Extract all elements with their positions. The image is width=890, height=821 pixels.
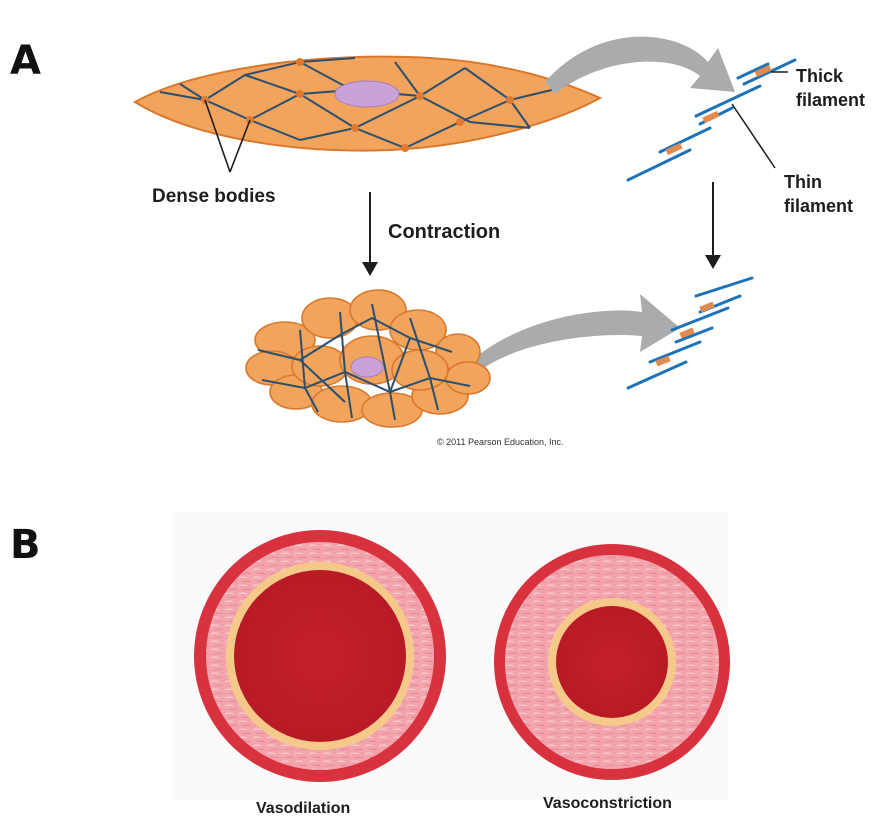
contracted-cell xyxy=(246,290,490,427)
gray-arrow-bottom xyxy=(470,294,680,372)
contraction-label: Contraction xyxy=(388,221,500,244)
thick-filament-label: Thick filament xyxy=(796,64,865,112)
contracted-cell-nucleus xyxy=(351,357,383,377)
thin-filament-label: Thin filament xyxy=(784,170,853,218)
relaxed-cell xyxy=(135,57,600,152)
filament-change-arrow xyxy=(705,182,721,269)
vessel-constricted xyxy=(494,544,730,780)
vessel-dilated xyxy=(194,530,446,782)
vasodilation-label: Vasodilation xyxy=(256,800,350,818)
dense-bodies-label: Dense bodies xyxy=(152,186,276,208)
contraction-arrow xyxy=(362,192,378,276)
vasoconstriction-label: Vasoconstriction xyxy=(543,795,672,813)
relaxed-cell-nucleus xyxy=(335,81,399,107)
copyright-text: © 2011 Pearson Education, Inc. xyxy=(437,437,564,447)
gray-arrow-top xyxy=(545,37,735,94)
